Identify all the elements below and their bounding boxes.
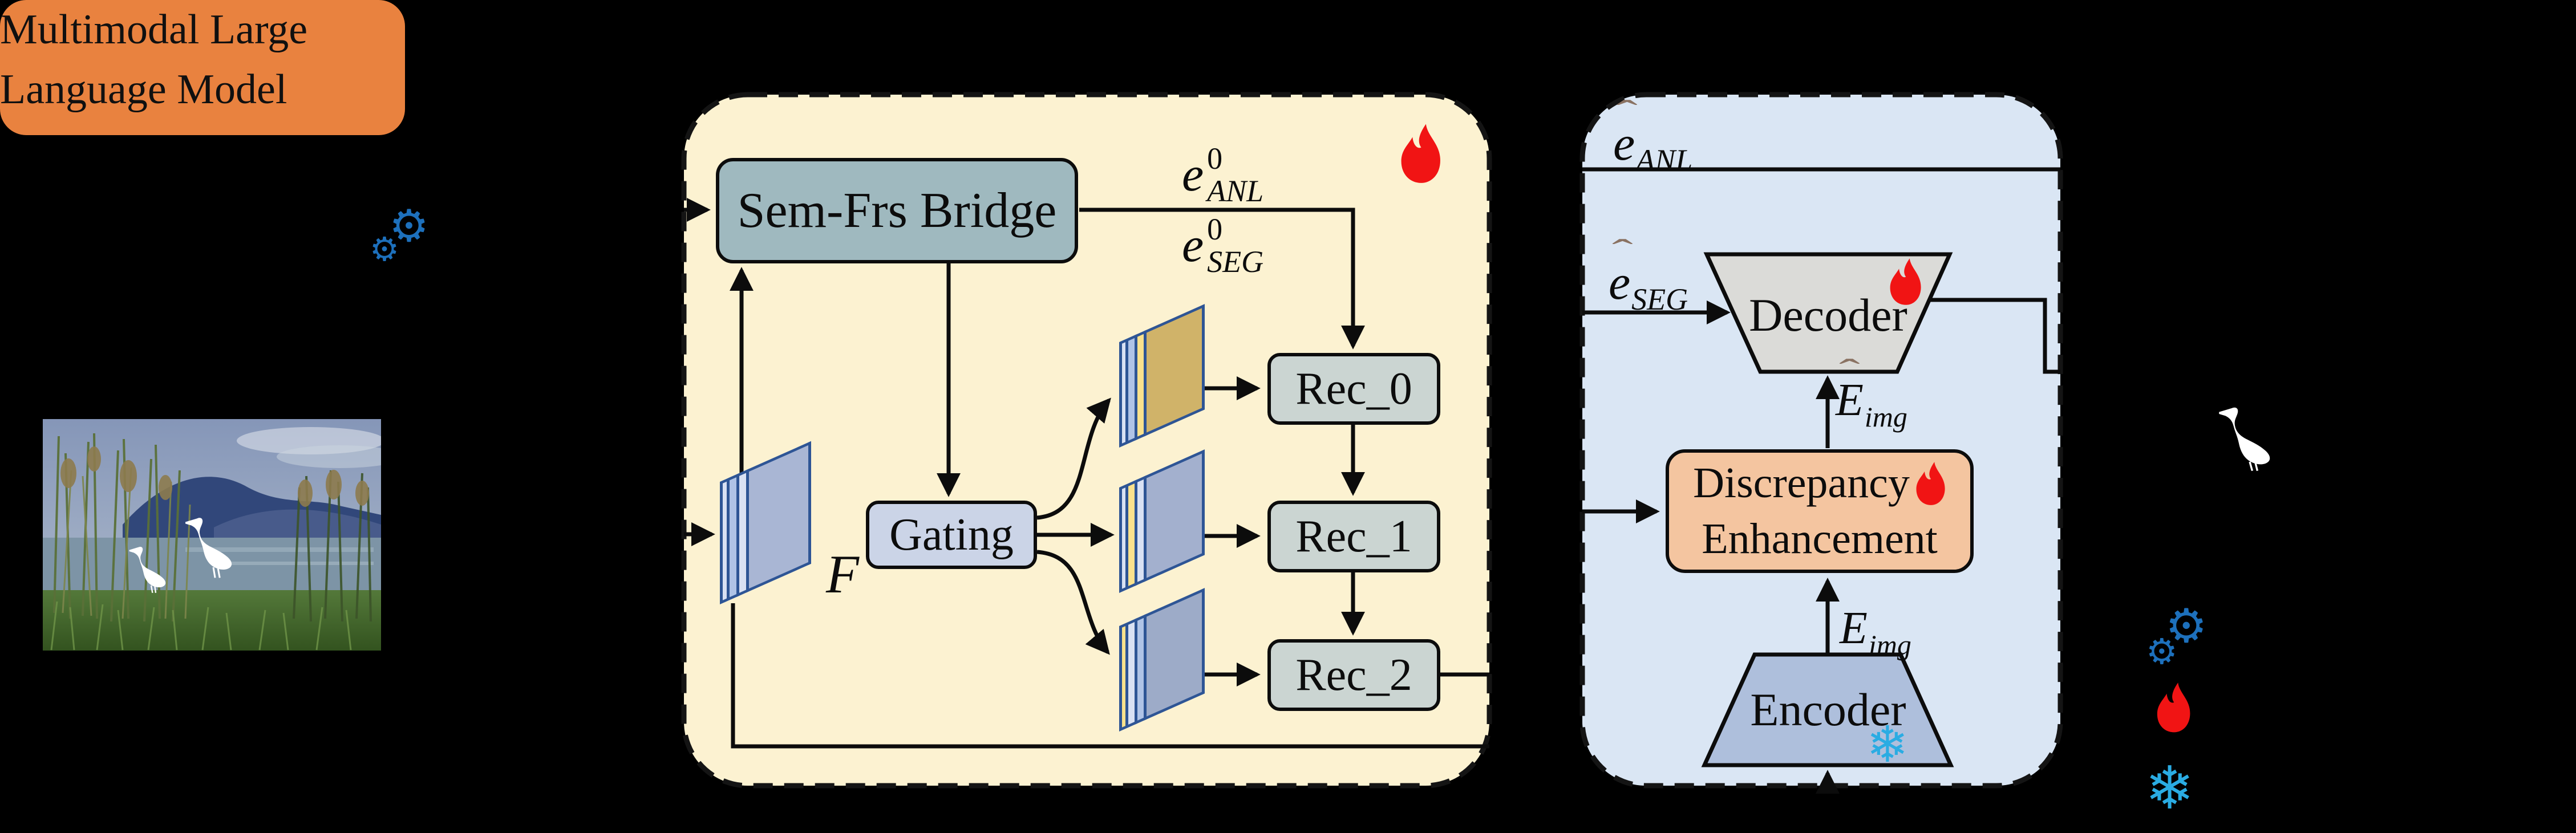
feature-F-label: F bbox=[826, 544, 860, 604]
e-img-base: E bbox=[1840, 603, 1868, 653]
gear-icon-small: ⚙ bbox=[370, 230, 399, 269]
hat-accent: ˆ bbox=[1612, 233, 1633, 270]
discrepancy-enhancement-box: Discrepancy Enhancement bbox=[1666, 449, 1974, 573]
semantic-bridge-panel bbox=[681, 92, 1492, 789]
e0-anl-sub: ANL bbox=[1207, 173, 1264, 208]
egret-mask bbox=[2219, 407, 2270, 472]
e0-seg-sub: SEG bbox=[1207, 244, 1264, 279]
gating-label: Gating bbox=[889, 509, 1014, 560]
e-seg-hat-sub: SEG bbox=[1631, 282, 1688, 316]
e0-anl-base: e bbox=[1182, 147, 1204, 201]
blue-module-connectors bbox=[1582, 167, 2060, 794]
photo-egret-large bbox=[185, 518, 232, 578]
e0-anl-sup: 0 bbox=[1207, 141, 1223, 176]
gear-icon-mllm: ⚙ ⚙ bbox=[370, 204, 438, 273]
decoder-trapezoid bbox=[1703, 252, 1953, 374]
encoder-trapezoid bbox=[1701, 652, 1954, 767]
e-anl-hat-label: ˆ e ANL bbox=[1613, 96, 1693, 177]
mllm-label-line1: Multimodal Large bbox=[0, 6, 308, 53]
gear-icon-large: ⚙ bbox=[389, 201, 429, 252]
flame-icon-legend bbox=[2157, 682, 2190, 733]
mllm-label-line2: Language Model bbox=[0, 66, 287, 113]
gear-icon-large: ⚙ bbox=[2165, 599, 2208, 653]
rec1-box: Rec_1 bbox=[1267, 501, 1440, 572]
rec2-label: Rec_2 bbox=[1295, 649, 1412, 700]
e0-seg-sup: 0 bbox=[1207, 212, 1223, 246]
e0-anl-label: e 0 ANL bbox=[1182, 143, 1264, 208]
e-anl-hat-base: e bbox=[1613, 116, 1635, 170]
gear-icon-legend: ⚙ ⚙ bbox=[2146, 603, 2220, 677]
rec2-box: Rec_2 bbox=[1267, 639, 1440, 711]
flame-icon-discrepancy bbox=[1916, 461, 1945, 505]
e-img-label: E img bbox=[1840, 606, 1911, 659]
sem-frs-bridge-box: Sem-Frs Bridge bbox=[716, 158, 1078, 263]
e0-seg-base: e bbox=[1182, 217, 1204, 272]
e-img-sub: img bbox=[1868, 629, 1911, 661]
e-seg-hat-base: e bbox=[1609, 255, 1631, 310]
photo-egret-small bbox=[129, 546, 166, 594]
rec0-box: Rec_0 bbox=[1267, 353, 1440, 425]
e-img-hat-base: E bbox=[1836, 375, 1864, 425]
snowflake-icon-encoder: ❄ bbox=[1866, 715, 1909, 774]
hat-accent: ˆ bbox=[1839, 352, 1860, 389]
sem-frs-bridge-label: Sem-Frs Bridge bbox=[737, 183, 1057, 238]
discrepancy-label-line2: Enhancement bbox=[1702, 514, 1938, 563]
encoder-label: Encoder bbox=[1750, 684, 1906, 736]
e-img-hat-sub: img bbox=[1864, 401, 1907, 433]
e-img-hat-label: ˆ E img bbox=[1836, 355, 1907, 433]
e-anl-hat-sub: ANL bbox=[1636, 143, 1693, 177]
input-photo bbox=[43, 419, 381, 651]
yellow-module-connectors bbox=[684, 198, 1489, 749]
rec0-label: Rec_0 bbox=[1295, 363, 1412, 414]
gear-icon-small: ⚙ bbox=[2146, 631, 2178, 672]
e0-seg-label: e 0 SEG bbox=[1182, 213, 1264, 279]
gating-box: Gating bbox=[866, 501, 1037, 569]
discrepancy-label-line1: Discrepancy bbox=[1693, 459, 1910, 507]
snowflake-icon-legend: ❄ bbox=[2145, 753, 2195, 823]
hat-accent: ˆ bbox=[1617, 94, 1638, 131]
rec1-label: Rec_1 bbox=[1295, 511, 1412, 562]
decoder-label: Decoder bbox=[1749, 289, 1907, 341]
mllm-box: Multimodal Large Language Model bbox=[0, 0, 405, 135]
e-seg-hat-label: ˆ e SEG bbox=[1609, 235, 1688, 316]
